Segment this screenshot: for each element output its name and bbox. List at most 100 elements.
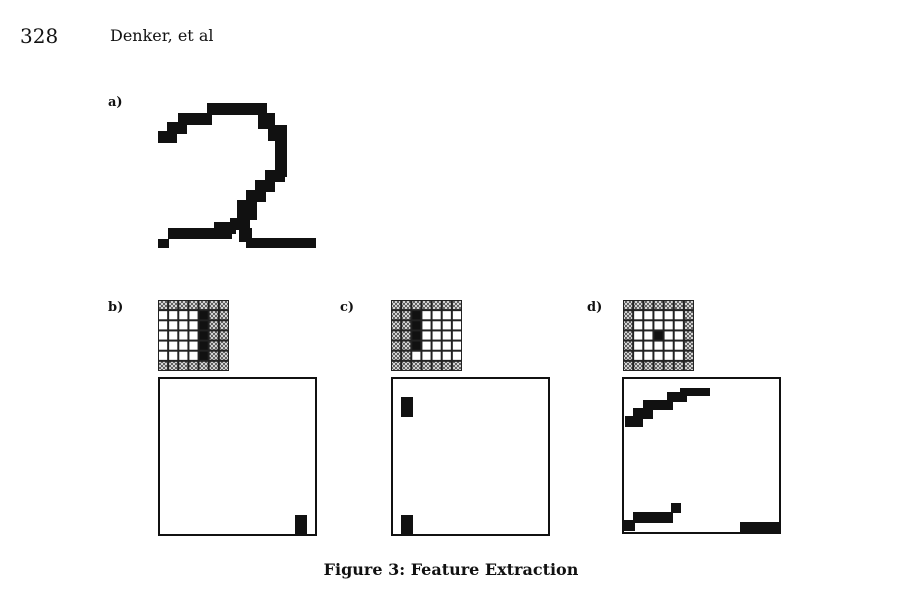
kernel-cell <box>674 301 683 310</box>
kernel-cell <box>209 331 218 340</box>
feature-activation <box>295 515 307 535</box>
kernel-b <box>158 300 229 371</box>
kernel-cell <box>209 351 218 360</box>
kernel-cell <box>159 311 168 320</box>
kernel-cell <box>199 301 208 310</box>
kernel-cell <box>169 321 178 330</box>
panel-label-d: d) <box>587 300 603 315</box>
kernel-cell <box>199 361 208 370</box>
kernel-cell <box>422 361 431 370</box>
kernel-cell <box>209 321 218 330</box>
kernel-cell <box>179 321 188 330</box>
kernel-cell <box>644 311 653 320</box>
kernel-cell <box>209 361 218 370</box>
digit-two-bitmap <box>158 103 316 248</box>
kernel-cell <box>402 321 411 330</box>
kernel-cell <box>664 311 673 320</box>
kernel-cell <box>392 351 401 360</box>
kernel-cell <box>392 301 401 310</box>
kernel-cell <box>159 351 168 360</box>
feature-map-b <box>158 377 317 536</box>
kernel-cell <box>674 351 683 360</box>
kernel-cell <box>199 341 208 350</box>
kernel-cell <box>674 321 683 330</box>
kernel-cell <box>624 331 633 340</box>
feature-activation-baseline <box>624 503 779 532</box>
kernel-cell <box>432 361 441 370</box>
kernel-cell <box>684 361 693 370</box>
kernel-cell <box>654 331 663 340</box>
kernel-cell <box>169 361 178 370</box>
kernel-cell <box>392 331 401 340</box>
feature-map-d <box>622 377 781 534</box>
kernel-cell <box>169 301 178 310</box>
kernel-cell <box>422 301 431 310</box>
kernel-cell <box>442 361 451 370</box>
kernel-cell <box>432 351 441 360</box>
kernel-cell <box>644 361 653 370</box>
kernel-cell <box>624 311 633 320</box>
kernel-cell <box>654 311 663 320</box>
kernel-cell <box>219 311 228 320</box>
kernel-cell <box>442 351 451 360</box>
kernel-cell <box>199 331 208 340</box>
kernel-cell <box>412 301 421 310</box>
kernel-cell <box>432 331 441 340</box>
kernel-cell <box>634 361 643 370</box>
kernel-cell <box>199 351 208 360</box>
kernel-cell <box>432 301 441 310</box>
panel-label-c: c) <box>340 300 355 315</box>
kernel-cell <box>422 351 431 360</box>
kernel-cell <box>634 301 643 310</box>
kernel-cell <box>412 321 421 330</box>
kernel-cell <box>402 361 411 370</box>
kernel-cell <box>654 301 663 310</box>
kernel-cell <box>412 341 421 350</box>
kernel-cell <box>219 321 228 330</box>
kernel-cell <box>189 351 198 360</box>
kernel-cell <box>402 341 411 350</box>
kernel-cell <box>159 361 168 370</box>
kernel-cell <box>392 311 401 320</box>
kernel-cell <box>199 311 208 320</box>
kernel-cell <box>159 321 168 330</box>
kernel-cell <box>402 331 411 340</box>
kernel-cell <box>452 311 461 320</box>
kernel-cell <box>684 301 693 310</box>
kernel-cell <box>452 321 461 330</box>
kernel-cell <box>209 311 218 320</box>
kernel-cell <box>422 331 431 340</box>
kernel-cell <box>644 331 653 340</box>
kernel-cell <box>159 341 168 350</box>
kernel-cell <box>452 351 461 360</box>
kernel-cell <box>392 361 401 370</box>
panel-label-b: b) <box>108 300 124 315</box>
feature-activation-curve <box>625 388 710 427</box>
kernel-cell <box>189 321 198 330</box>
kernel-cell <box>664 321 673 330</box>
kernel-cell <box>644 301 653 310</box>
kernel-cell <box>179 311 188 320</box>
kernel-cell <box>452 301 461 310</box>
kernel-cell <box>684 321 693 330</box>
kernel-cell <box>624 321 633 330</box>
kernel-cell <box>199 321 208 330</box>
kernel-cell <box>219 341 228 350</box>
feature-activation <box>401 515 413 535</box>
kernel-cell <box>684 331 693 340</box>
kernel-cell <box>189 301 198 310</box>
kernel-cell <box>674 361 683 370</box>
kernel-cell <box>219 351 228 360</box>
kernel-cell <box>412 361 421 370</box>
kernel-cell <box>634 321 643 330</box>
kernel-cell <box>422 311 431 320</box>
figure-caption: Figure 3: Feature Extraction <box>323 560 579 579</box>
kernel-cell <box>179 351 188 360</box>
kernel-cell <box>179 331 188 340</box>
kernel-cell <box>179 361 188 370</box>
kernel-cell <box>412 331 421 340</box>
kernel-cell <box>209 341 218 350</box>
kernel-cell <box>664 341 673 350</box>
kernel-cell <box>674 341 683 350</box>
